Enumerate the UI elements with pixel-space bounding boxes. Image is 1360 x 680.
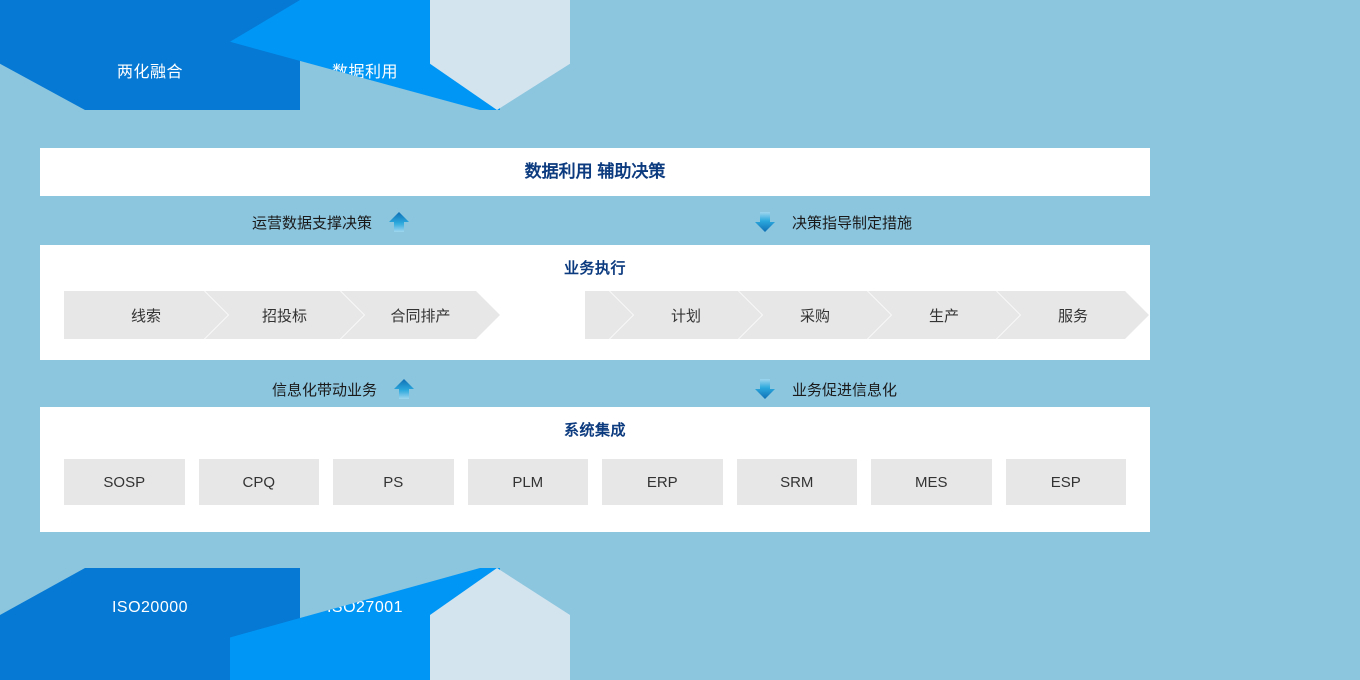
system-box-esp-label: ESP <box>1050 473 1081 491</box>
flow-step-production-label: 生产 <box>928 307 959 325</box>
system-box-erp-label: ERP <box>646 473 678 491</box>
flow-step-service-label: 服务 <box>1057 307 1088 325</box>
business-flow: 线索 招投标 合同排产 计划 采购 生产 服务 <box>40 291 1150 339</box>
system-box-erp[interactable]: ERP <box>602 459 723 505</box>
flow-step-plan-label: 计划 <box>670 307 701 325</box>
arrow-down-icon <box>752 376 778 402</box>
system-box-cpq-label: CPQ <box>242 473 275 491</box>
top-band-integration[interactable]: 两化融合 <box>0 0 300 110</box>
system-box-sosp-label: SOSP <box>103 473 146 491</box>
flow-step-bidding[interactable]: 招投标 <box>205 291 364 339</box>
system-integration-title: 系统集成 <box>563 422 626 439</box>
flow-step-contract-scheduling[interactable]: 合同排产 <box>341 291 500 339</box>
flow-step-contract-scheduling-label: 合同排产 <box>390 307 451 325</box>
decision-panel-title: 数据利用 辅助决策 <box>524 162 666 181</box>
flow-step-production[interactable]: 生产 <box>868 291 1020 339</box>
connector-lower-right-label: 业务促进信息化 <box>792 381 898 399</box>
system-box-ps-label: PS <box>383 473 404 491</box>
system-box-srm-label: SRM <box>780 473 814 491</box>
top-band-integration-label: 两化融合 <box>116 64 183 81</box>
system-integration-panel: 系统集成 SOSP CPQ PS PLM ERP SRM MES ESP <box>40 407 1150 532</box>
connector-upper-left: 运营数据支撑决策 <box>252 209 412 235</box>
top-band-data-usage-label: 数据利用 <box>331 64 398 81</box>
system-box-row: SOSP CPQ PS PLM ERP SRM MES ESP <box>64 459 1126 505</box>
business-execution-panel: 业务执行 线索 招投标 合同排产 计划 采购 生产 服务 <box>40 245 1150 360</box>
flow-step-lead-label: 线索 <box>130 307 161 325</box>
business-execution-title: 业务执行 <box>563 260 626 277</box>
connector-upper-right-label: 决策指导制定措施 <box>792 214 913 232</box>
business-flow-left-group: 线索 招投标 合同排产 <box>64 291 500 339</box>
flow-step-bidding-label: 招投标 <box>261 307 307 325</box>
connector-lower-right: 业务促进信息化 <box>752 376 897 402</box>
connector-upper-left-label: 运营数据支撑决策 <box>252 214 373 232</box>
system-box-plm-label: PLM <box>512 473 544 491</box>
system-box-srm[interactable]: SRM <box>736 459 857 505</box>
flow-step-procurement[interactable]: 采购 <box>739 291 891 339</box>
flow-step-plan[interactable]: 计划 <box>610 291 762 339</box>
bottom-banner: ISO20000 ISO27001 <box>0 568 570 680</box>
flow-step-procurement-label: 采购 <box>799 307 830 325</box>
system-box-mes[interactable]: MES <box>871 459 992 505</box>
decision-panel: 数据利用 辅助决策 <box>40 148 1150 196</box>
connector-row-upper: 运营数据支撑决策 <box>40 200 1150 244</box>
bottom-band-iso27001-label: ISO27001 <box>326 599 404 616</box>
bottom-band-iso20000-label: ISO20000 <box>111 599 189 616</box>
flow-step-service[interactable]: 服务 <box>997 291 1149 339</box>
arrow-up-icon <box>391 376 417 402</box>
connector-lower-left-label: 信息化带动业务 <box>272 381 378 399</box>
system-box-sosp[interactable]: SOSP <box>64 459 185 505</box>
top-banner: 两化融合 数据利用 <box>0 0 570 110</box>
flow-step-lead[interactable]: 线索 <box>64 291 228 339</box>
system-box-plm[interactable]: PLM <box>467 459 588 505</box>
system-box-mes-label: MES <box>914 473 948 491</box>
system-box-ps[interactable]: PS <box>333 459 454 505</box>
business-flow-right-group: 计划 采购 生产 服务 <box>585 291 1149 339</box>
connector-row-lower: 信息化带动业务 业务促进信息化 <box>40 367 1150 411</box>
arrow-up-icon <box>386 209 412 235</box>
arrow-down-icon <box>752 209 778 235</box>
connector-upper-right: 决策指导制定措施 <box>752 209 912 235</box>
system-box-esp[interactable]: ESP <box>1005 459 1126 505</box>
connector-lower-left: 信息化带动业务 <box>272 376 417 402</box>
system-box-cpq[interactable]: CPQ <box>198 459 319 505</box>
